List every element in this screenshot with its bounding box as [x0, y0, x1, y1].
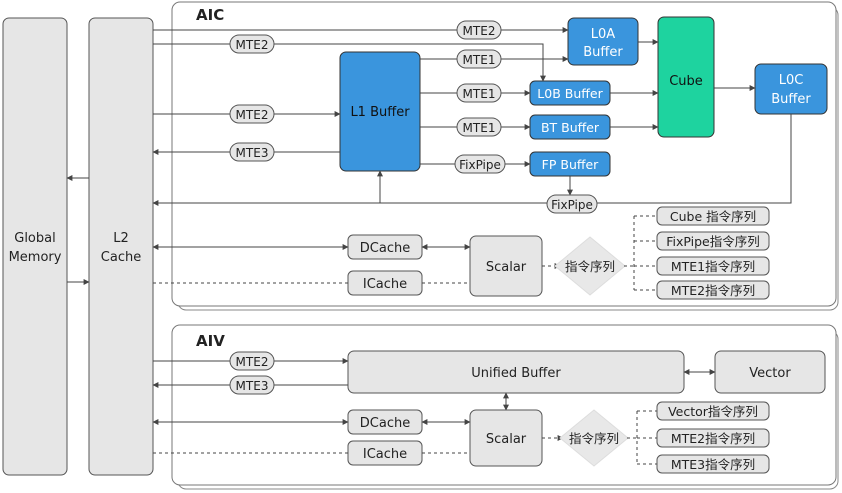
pill-fixpipe-a-text: FixPipe: [459, 158, 501, 172]
pill-mte1-c: MTE1: [456, 117, 502, 137]
pill-mte2-top: MTE2: [456, 20, 502, 40]
vector-label: Vector: [749, 366, 791, 381]
aiv-queue-item: Vector指令序列: [656, 401, 770, 421]
aic-title: AIC: [196, 6, 224, 24]
aic-queue-item-label: MTE1指令序列: [671, 259, 755, 274]
flow-l0c-fixpipe-to-l2: [152, 114, 792, 206]
global-memory-box: [2, 17, 68, 476]
aiv-instr-seq-diamond: [559, 409, 629, 467]
aiv-scalar-label: Scalar: [486, 432, 527, 447]
aic-queue-item-label: FixPipe指令序列: [666, 234, 760, 249]
pill-mte1-c-text: MTE1: [463, 121, 496, 135]
aiv-queue-item: MTE2指令序列: [656, 428, 770, 448]
l2-cache-label-2: Cache: [101, 250, 141, 265]
aiv-instr-seq-label: 指令序列: [569, 431, 619, 446]
aiv-queue-list: Vector指令序列 MTE2指令序列 MTE3指令序列: [656, 401, 770, 474]
l0b-label: L0B Buffer: [537, 86, 603, 101]
pill-fixpipe-b-text: FixPipe: [551, 198, 593, 212]
l1-buffer-label: L1 Buffer: [350, 105, 410, 120]
cube-label: Cube: [669, 74, 703, 89]
aic-queue-item: MTE1指令序列: [656, 256, 770, 276]
aiv-dcache-label: DCache: [360, 416, 410, 431]
aiv-queue-item-label: MTE2指令序列: [671, 431, 755, 446]
pill-fixpipe-a: FixPipe: [454, 154, 506, 174]
aic-queue-item-label: Cube 指令序列: [670, 209, 756, 224]
l0a-label-2: Buffer: [583, 45, 623, 60]
aiv-title: AIV: [196, 332, 225, 350]
bt-label: BT Buffer: [541, 120, 600, 135]
pill-aiv-mte3: MTE3: [229, 375, 275, 395]
aiv-queue-item-label: Vector指令序列: [668, 404, 758, 419]
aic-icache-label: ICache: [363, 277, 407, 292]
aic-instr-seq-label: 指令序列: [565, 259, 615, 274]
pill-mte2-a: MTE2: [229, 34, 275, 54]
l0c-label-2: Buffer: [771, 92, 811, 107]
fp-label: FP Buffer: [542, 157, 600, 172]
aic-dcache-label: DCache: [360, 241, 410, 256]
pill-mte2-b: MTE2: [229, 104, 275, 124]
aiv-icache-label: ICache: [363, 447, 407, 462]
pill-aiv-mte2: MTE2: [229, 351, 275, 371]
pill-aiv-mte2-text: MTE2: [236, 355, 269, 369]
aic-scalar-label: Scalar: [486, 260, 527, 275]
pill-mte3: MTE3: [229, 142, 275, 162]
global-memory-label-1: Global: [14, 231, 55, 246]
pill-fixpipe-b: FixPipe: [546, 194, 598, 214]
pill-mte1-b-text: MTE1: [463, 87, 496, 101]
cube-box: [657, 16, 715, 138]
pill-mte3-text: MTE3: [236, 146, 269, 160]
aiv-queue-item-label: MTE3指令序列: [671, 457, 755, 472]
aic-queue-connector: [624, 215, 657, 291]
aiv-queue-item: MTE3指令序列: [656, 454, 770, 474]
l0a-label-1: L0A: [591, 27, 616, 42]
pill-aiv-mte3-text: MTE3: [236, 379, 269, 393]
pill-mte1-b: MTE1: [456, 83, 502, 103]
aic-queue-item: FixPipe指令序列: [656, 231, 770, 251]
pill-mte1-a: MTE1: [456, 49, 502, 69]
l2-cache-label-1: L2: [113, 231, 129, 246]
aic-queue-item-label: MTE2指令序列: [671, 283, 755, 298]
global-memory-label-2: Memory: [9, 250, 62, 265]
pill-mte2-a-text: MTE2: [236, 38, 269, 52]
aic-queue-item: MTE2指令序列: [656, 280, 770, 300]
pill-mte2-b-text: MTE2: [236, 108, 269, 122]
pill-mte2-top-text: MTE2: [463, 24, 496, 38]
aic-queue-item: Cube 指令序列: [656, 206, 770, 226]
unified-buffer-label: Unified Buffer: [471, 366, 561, 381]
aic-queue-list: Cube 指令序列 FixPipe指令序列 MTE1指令序列 MTE2指令序列: [656, 206, 770, 300]
l2-cache-box: [88, 17, 154, 476]
aiv-queue-connector: [627, 410, 657, 465]
pill-mte1-a-text: MTE1: [463, 53, 496, 67]
l0c-label-1: L0C: [779, 73, 804, 88]
flow-l2-to-l0b: [153, 43, 546, 82]
aic-instr-seq-diamond: [554, 236, 626, 296]
